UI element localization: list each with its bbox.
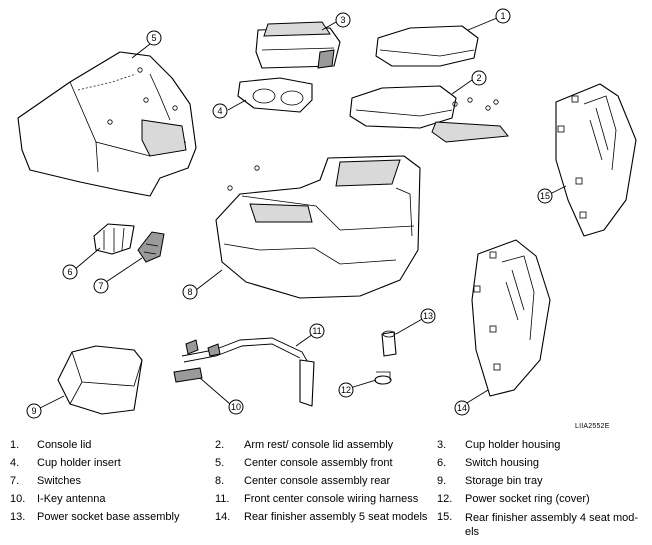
svg-text:11: 11 bbox=[312, 326, 321, 336]
part-power-socket-ring bbox=[374, 371, 392, 385]
legend-number: 1. bbox=[10, 439, 20, 451]
legend-number: 13. bbox=[10, 511, 26, 523]
svg-text:7: 7 bbox=[98, 281, 103, 291]
callout-2: 2 bbox=[471, 70, 487, 86]
callout-4: 4 bbox=[212, 103, 228, 119]
svg-text:6: 6 bbox=[67, 267, 72, 277]
legend-label: Switches bbox=[37, 475, 82, 487]
legend-label: Console lid bbox=[37, 439, 92, 451]
part-center-console-rear bbox=[215, 155, 421, 299]
legend-label: Power socket ring (cover) bbox=[465, 493, 590, 505]
legend-row: 10. I-Key antenna 11. Front center conso… bbox=[0, 493, 652, 511]
legend-number: 2. bbox=[215, 439, 225, 451]
legend-label: Power socket base assembly bbox=[37, 511, 180, 523]
callout-10: 10 bbox=[228, 399, 244, 415]
part-center-console-front bbox=[17, 51, 197, 197]
legend-number: 10. bbox=[10, 493, 26, 505]
svg-text:3: 3 bbox=[340, 15, 345, 25]
part-wiring-harness bbox=[181, 337, 315, 407]
part-i-key-antenna bbox=[173, 367, 203, 383]
part-switches bbox=[137, 231, 165, 263]
callout-14: 14 bbox=[454, 400, 470, 416]
callout-15: 15 bbox=[537, 188, 553, 204]
part-switch-housing bbox=[93, 223, 135, 255]
callout-7: 7 bbox=[93, 278, 109, 294]
svg-text:10: 10 bbox=[231, 402, 241, 412]
callout-5: 5 bbox=[146, 30, 162, 46]
legend-label: Center console assembly front bbox=[244, 457, 393, 469]
legend-label: Cup holder housing bbox=[465, 439, 561, 451]
part-power-socket-base bbox=[381, 330, 397, 357]
callout-13: 13 bbox=[420, 308, 436, 324]
svg-text:12: 12 bbox=[341, 385, 351, 395]
legend-label: Front center console wiring harness bbox=[244, 493, 419, 505]
legend-number: 14. bbox=[215, 511, 231, 523]
svg-text:1: 1 bbox=[500, 11, 505, 21]
legend-row: 4. Cup holder insert 5. Center console a… bbox=[0, 457, 652, 475]
part-storage-bin-tray bbox=[57, 345, 143, 415]
callout-9: 9 bbox=[26, 403, 42, 419]
svg-text:9: 9 bbox=[31, 406, 36, 416]
part-rear-finisher-5-seat bbox=[471, 239, 551, 397]
legend-number: 8. bbox=[215, 475, 225, 487]
parts-legend: 1. Console lid 2. Arm rest/ console lid … bbox=[0, 439, 652, 538]
legend-label: Storage bin tray bbox=[465, 475, 543, 487]
callout-12: 12 bbox=[338, 382, 354, 398]
legend-label: Center console assembly rear bbox=[244, 475, 391, 487]
callout-1: 1 bbox=[495, 8, 511, 24]
callout-6: 6 bbox=[62, 264, 78, 280]
legend-number: 9. bbox=[437, 475, 447, 487]
callout-3: 3 bbox=[335, 12, 351, 28]
exploded-parts-diagram: 1 2 3 4 5 6 7 8 9 10 11 12 13 14 15 bbox=[17, 8, 637, 419]
part-cup-holder-insert bbox=[237, 77, 313, 113]
legend-row: 7. Switches 8. Center console assembly r… bbox=[0, 475, 652, 493]
legend-number: 5. bbox=[215, 457, 225, 469]
legend-number: 7. bbox=[10, 475, 20, 487]
legend-number: 6. bbox=[437, 457, 447, 469]
diagram-code: LIIA2552E bbox=[575, 423, 610, 430]
svg-text:2: 2 bbox=[476, 73, 481, 83]
part-console-lid bbox=[375, 25, 479, 67]
svg-text:13: 13 bbox=[423, 311, 433, 321]
svg-text:5: 5 bbox=[151, 33, 156, 43]
legend-number: 11. bbox=[215, 493, 230, 505]
legend-number: 12. bbox=[437, 493, 453, 505]
legend-label: Rear finisher assembly 5 seat models bbox=[244, 511, 428, 523]
legend-label: Cup holder insert bbox=[37, 457, 121, 469]
leader-lines bbox=[39, 17, 567, 409]
svg-text:4: 4 bbox=[217, 106, 222, 116]
part-arm-rest-assembly bbox=[349, 85, 509, 143]
svg-text:15: 15 bbox=[540, 191, 550, 201]
legend-label: I-Key antenna bbox=[37, 493, 106, 505]
legend-number: 4. bbox=[10, 457, 20, 469]
legend-label: Rear finisher assembly 4 seat mod-els bbox=[465, 512, 639, 538]
callout-11: 11 bbox=[309, 323, 325, 339]
svg-text:14: 14 bbox=[457, 403, 467, 413]
callout-8: 8 bbox=[182, 284, 198, 300]
legend-label: Switch housing bbox=[465, 457, 539, 469]
legend-row: 1. Console lid 2. Arm rest/ console lid … bbox=[0, 439, 652, 457]
svg-text:8: 8 bbox=[187, 287, 192, 297]
part-rear-finisher-4-seat bbox=[555, 83, 637, 237]
legend-number: 3. bbox=[437, 439, 447, 451]
legend-number: 15. bbox=[437, 511, 453, 523]
part-cup-holder-housing bbox=[255, 21, 341, 69]
legend-row: 13. Power socket base assembly 14. Rear … bbox=[0, 511, 652, 538]
legend-label: Arm rest/ console lid assembly bbox=[244, 439, 394, 451]
